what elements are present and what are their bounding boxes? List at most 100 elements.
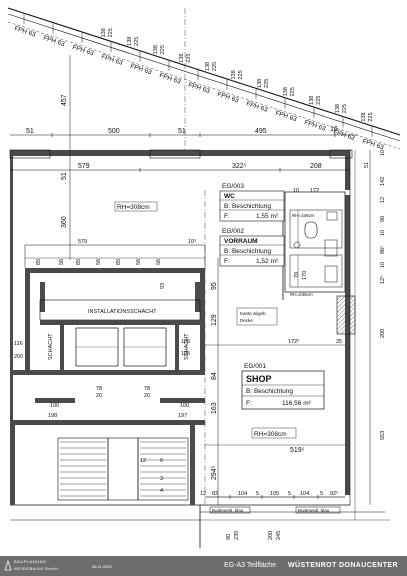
dim-51-right: 51	[364, 162, 370, 168]
roof-height-label: 225	[212, 62, 218, 71]
roof-height-label: 225	[290, 87, 296, 96]
roof-label: FPH 63	[100, 53, 123, 67]
ceiling-height-top: RH=308cm	[117, 204, 150, 211]
roof-height-label: 225	[186, 54, 192, 63]
roof-height-label: 225	[264, 79, 270, 88]
dim-100: 100	[180, 403, 189, 409]
roof-height-label: 225	[368, 112, 374, 121]
dim-116: 116	[14, 341, 23, 347]
roof-label: FPH 63	[158, 72, 181, 86]
dim-198: 198	[48, 413, 57, 419]
roof-label: FPH 63	[187, 82, 210, 96]
roof-height-label: 138	[101, 28, 107, 37]
dim-16: 16	[330, 126, 338, 133]
dim-5: 5	[320, 491, 323, 497]
dim-500: 500	[108, 128, 120, 135]
roof-height-label: 138	[257, 79, 263, 88]
facade-plinth	[9, 149, 353, 159]
room-surface-shop: B: Beschichtung	[246, 388, 293, 395]
dim-360: 360	[61, 216, 68, 228]
dim-92-5: 92⁵	[330, 490, 338, 497]
bottom-walls	[10, 425, 200, 521]
dim-163: 163	[211, 402, 218, 414]
shaft-left-label: SCHACHT	[48, 333, 54, 360]
dim-10-5: 10⁵	[188, 238, 196, 245]
dim-553: 553	[380, 431, 386, 440]
roof-height-label: 225	[108, 28, 114, 37]
dim-12-5: 12⁵	[379, 276, 386, 284]
dim-90: 90	[380, 216, 386, 222]
ceiling-height-wc: RH=246cm	[292, 213, 315, 218]
dim-195: 195	[181, 351, 190, 357]
company-name: WÜSTENROT DONAUCENTER	[288, 562, 398, 569]
room-label-shop: EG/001 SHOP B: Beschichtung F: 116,56 m²	[241, 363, 325, 410]
dim-85: 85	[116, 259, 122, 265]
dim-6: 6	[160, 458, 163, 464]
room-name-shop: SHOP	[246, 374, 272, 384]
dim-142: 142	[380, 177, 386, 186]
dim-579b: 579	[78, 239, 87, 245]
roof-height-label: 138	[361, 112, 367, 121]
shaft-label: INSTALLATIONSSCHACHT	[88, 309, 157, 315]
roof-height-label: 138	[127, 37, 133, 46]
roof-label: FPH 63	[274, 110, 297, 124]
dim-322: 322⁵	[232, 163, 247, 170]
dim-245: 245	[276, 531, 282, 540]
dim-170: 170	[302, 271, 308, 280]
dim-86: 86¹	[380, 246, 386, 254]
roof-height-label: 138	[231, 70, 237, 79]
dim-4: 4	[160, 488, 163, 494]
sheet-title: EG-A3 Teilfläche	[224, 562, 277, 569]
company-logo-icon	[4, 560, 12, 571]
dim-105: 105	[181, 339, 190, 345]
roof-height-label: 225	[316, 96, 322, 105]
dim-51-vertical: 51	[61, 172, 68, 180]
wc-block	[282, 191, 346, 300]
dim-78: 78	[96, 386, 102, 392]
dim-172-5: 172⁵	[288, 338, 299, 345]
dim-495: 495	[255, 128, 267, 135]
room-area-vorraum: 1,52 m²	[256, 258, 279, 265]
roof-height-label: 225	[342, 104, 348, 113]
room-name-vorraum: VORRAUM	[224, 238, 258, 245]
roof-height-label: 225	[134, 37, 140, 46]
dim-93: 93	[160, 283, 166, 289]
ceiling-height-bottom: RH=308cm	[254, 431, 287, 438]
room-id-shop: EG/001	[244, 363, 266, 370]
roof-label: FPH 63	[303, 119, 326, 133]
title-bar: BAUPLANUNG WEIDEBAUM GmbH 06.11.2023 EG-…	[0, 556, 407, 576]
roof-label: FPH 63	[71, 44, 94, 58]
roof-edge	[7, 7, 401, 150]
dim-78: 78	[144, 386, 150, 392]
dim-3: 3	[160, 476, 163, 482]
dim-20: 20	[96, 393, 102, 399]
roof-height-label: 138	[205, 62, 211, 71]
dim-105-bottom: 105	[270, 491, 279, 497]
roof-height-label: 225	[238, 70, 244, 79]
room-area-label-shop: F:	[246, 400, 252, 407]
dim-200-right: 200	[380, 329, 386, 338]
dim-104: 104	[300, 491, 309, 497]
roof-label: FPH 63	[216, 91, 239, 105]
dim-197: 197	[178, 413, 187, 419]
dim-35: 35	[336, 339, 342, 345]
dim-51: 51	[178, 128, 186, 135]
dim-95: 95	[211, 282, 218, 290]
ceiling-note-box	[236, 307, 278, 326]
dim-90-bottom: 90	[226, 534, 232, 540]
ceiling-height-vorraum: RH=246cm	[290, 292, 313, 297]
dim-5: 5	[256, 491, 259, 497]
room-id-wc: EG/003	[222, 183, 244, 190]
dim-56: 56	[96, 259, 102, 265]
dim-10: 10	[293, 188, 299, 194]
roof-ticks	[23, 13, 373, 137]
staircase	[57, 437, 189, 501]
dim-12: 12	[380, 197, 386, 203]
dim-56: 56	[156, 259, 162, 265]
roof-height-label: 138	[179, 54, 185, 63]
plan-date: 06.11.2023	[92, 564, 112, 569]
dim-12-bottom: 12	[200, 491, 206, 497]
dim-10c: 10	[380, 262, 386, 268]
dim-100: 100	[50, 403, 59, 409]
dim-84: 84	[211, 372, 218, 380]
